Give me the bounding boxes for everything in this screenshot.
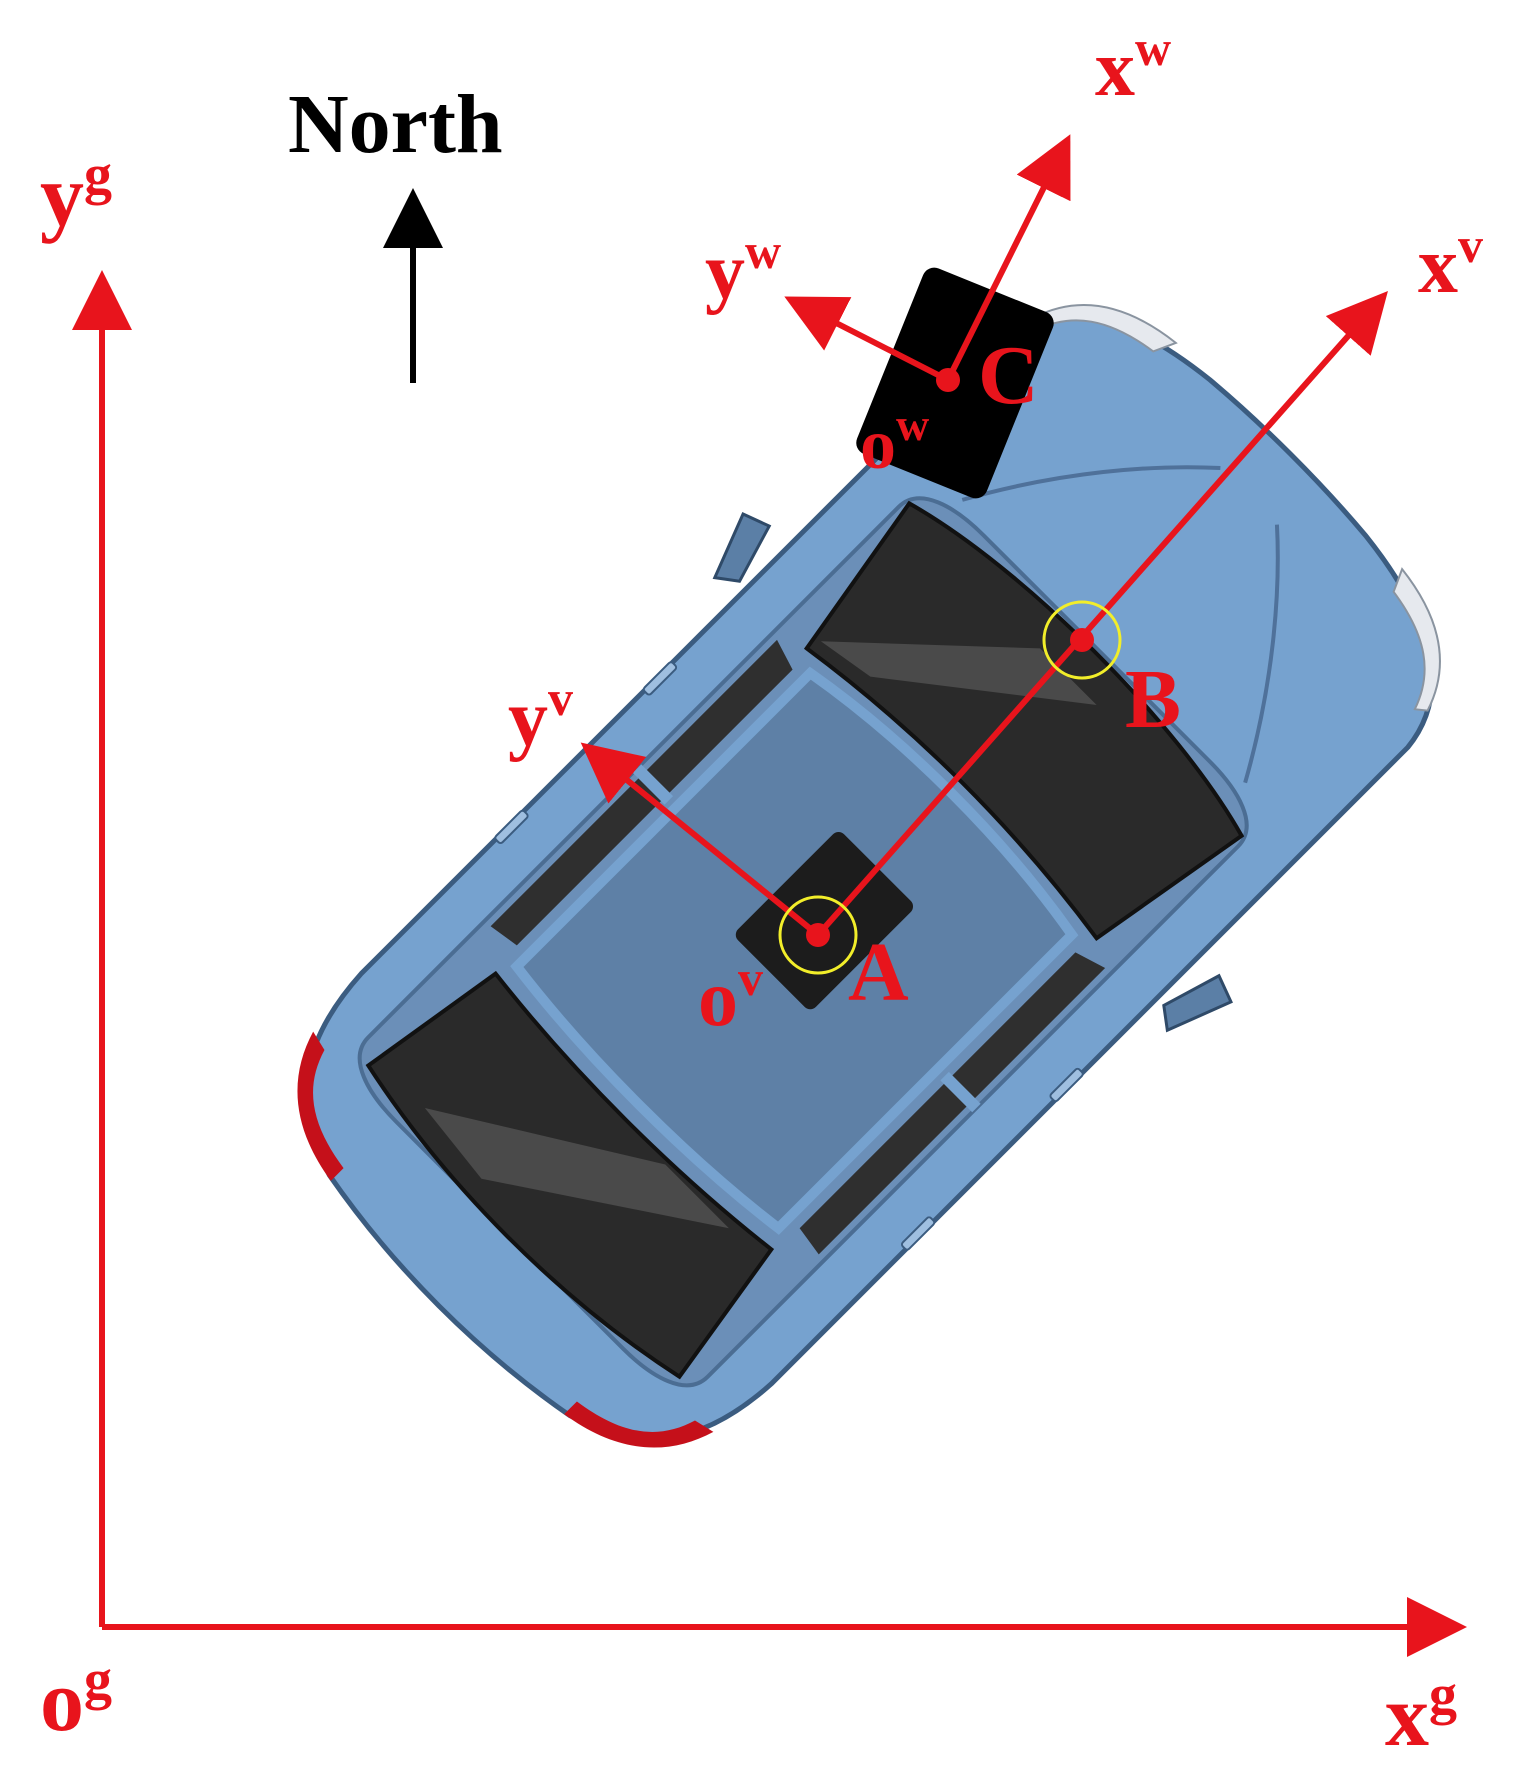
door-handle <box>494 809 529 844</box>
hood-line <box>961 465 1221 502</box>
door-handle <box>1049 1067 1084 1103</box>
right-taillight <box>564 1401 714 1448</box>
point-b <box>1070 628 1094 652</box>
point-a <box>806 923 830 947</box>
b-pillar-right <box>940 1071 981 1113</box>
marker-ring-a <box>778 895 858 975</box>
wheel-y-axis <box>784 296 950 383</box>
door-handle <box>642 661 678 696</box>
point-a-label: A <box>848 926 909 1019</box>
point-c <box>936 368 960 392</box>
hood-line <box>1243 524 1280 784</box>
marker-ring-b <box>1042 600 1122 680</box>
vehicle-x-axis <box>815 291 1388 937</box>
point-b-label: B <box>1125 653 1181 746</box>
rear-window-shine <box>424 1107 729 1229</box>
left-headlight <box>1033 304 1178 353</box>
right-headlight <box>1392 567 1441 712</box>
vehicle-y-axis <box>580 742 820 938</box>
wheel-y-label: yw <box>705 223 781 316</box>
point-c-label: C <box>978 329 1039 422</box>
left-mirror <box>712 512 772 583</box>
right-mirror <box>1162 973 1233 1033</box>
global-origin-label: og <box>40 1649 112 1750</box>
door-handle <box>901 1216 936 1251</box>
vehicle-x-label: xv <box>1418 217 1483 310</box>
wheel-origin-label: ow <box>860 399 929 484</box>
vehicle-y-label: yv <box>508 670 573 763</box>
vehicle-origin-label: ov <box>698 950 763 1043</box>
global-y-label: yg <box>40 144 112 245</box>
side-window-right <box>799 952 1106 1255</box>
wheel-x-axis <box>945 134 1071 382</box>
left-taillight <box>297 1031 344 1181</box>
global-x-label: xg <box>1385 1664 1457 1765</box>
north-label: North <box>288 78 503 171</box>
wheel-x-label: xw <box>1095 20 1171 113</box>
windshield-shine <box>820 641 1097 705</box>
windshield <box>803 500 1245 942</box>
